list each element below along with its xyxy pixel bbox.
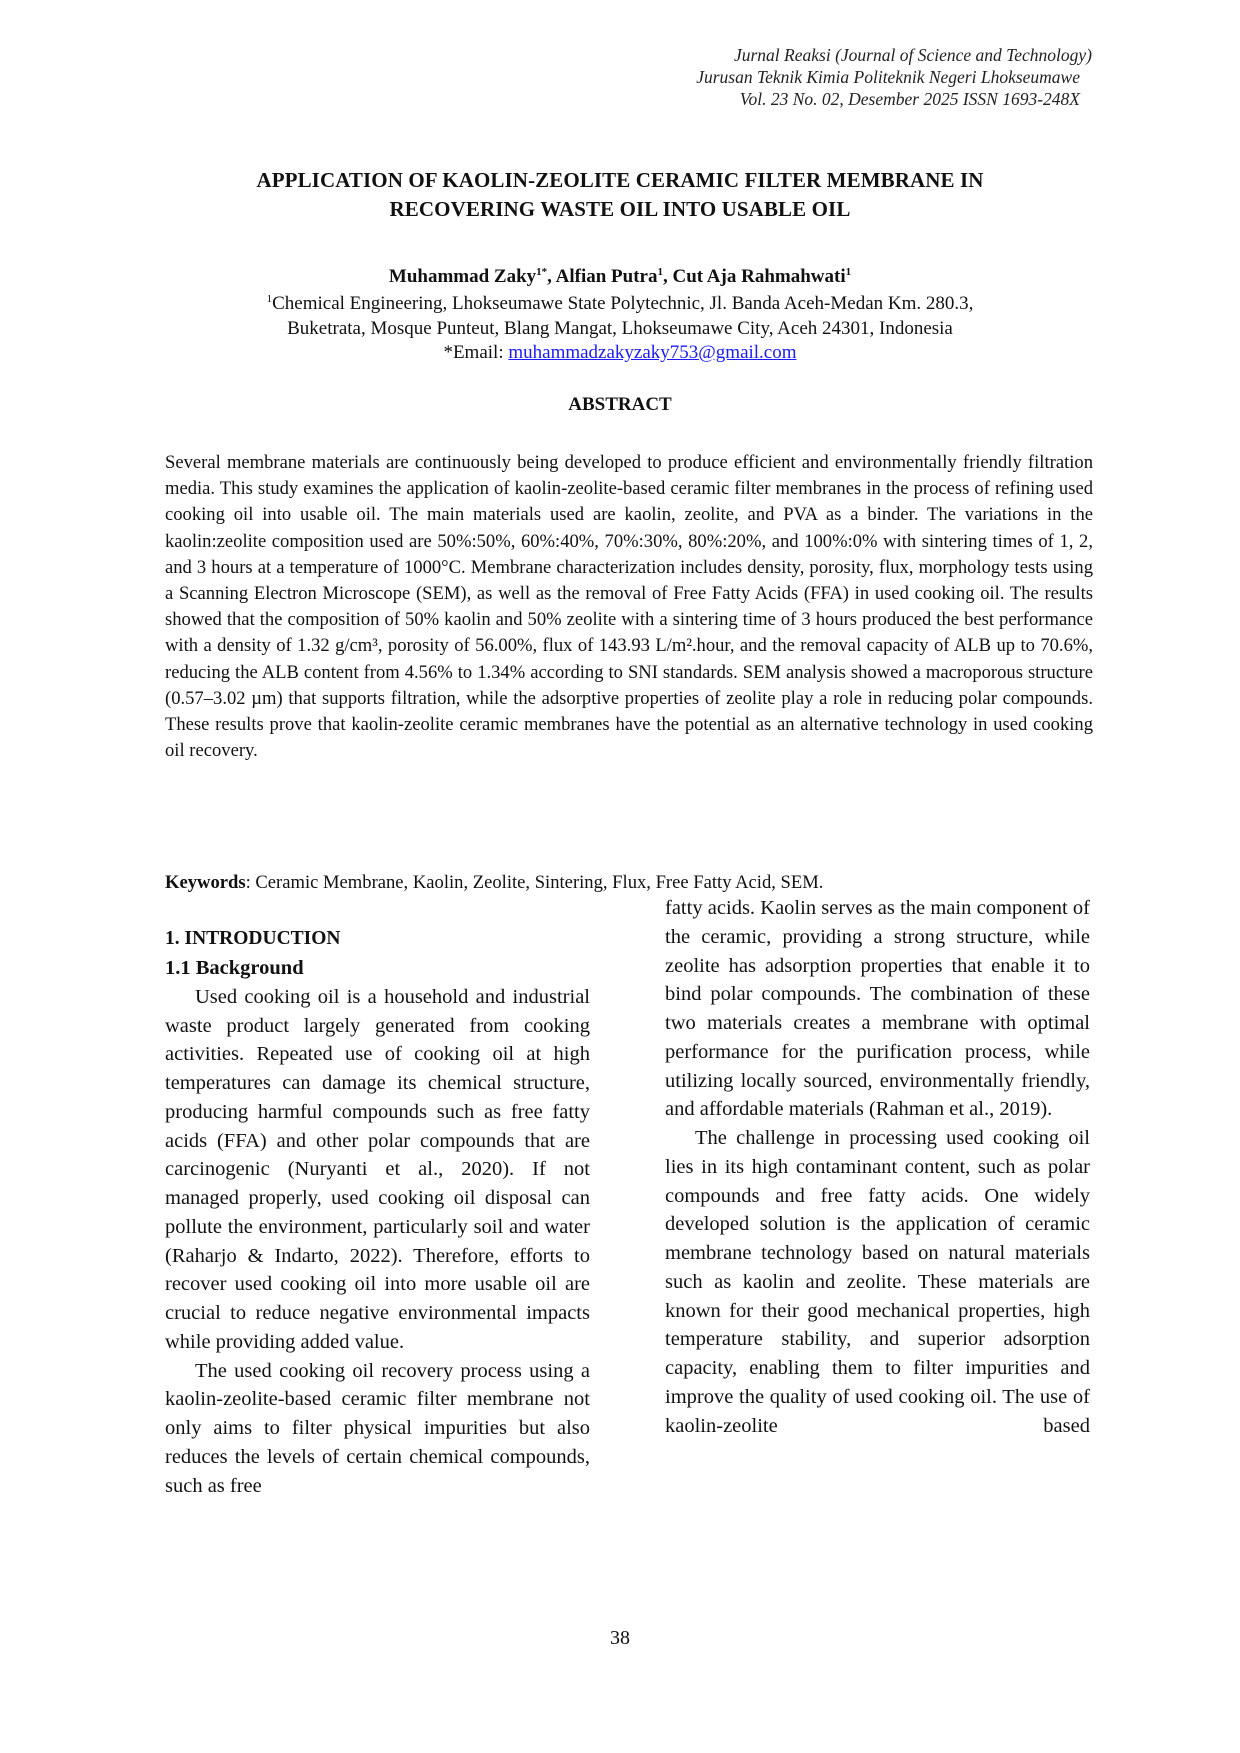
email-link[interactable]: muhammadzakyzaky753@gmail.com [508, 342, 797, 363]
paper-title: APPLICATION OF KAOLIN-ZEOLITE CERAMIC FI… [150, 166, 1090, 224]
left-column: 1. INTRODUCTION 1.1 Background Used cook… [165, 924, 590, 1500]
affiliation-block: 1Chemical Engineering, Lhokseumawe State… [150, 292, 1090, 366]
page-number: 38 [610, 1627, 630, 1649]
journal-name: Jurnal Reaksi (Journal of Science and Te… [733, 45, 1092, 65]
journal-volume-issn: Vol. 23 No. 02, Desember 2025 ISSN 1693-… [739, 89, 1080, 109]
author-separator: , [662, 266, 673, 287]
affiliation-text: Chemical Engineering, Lhokseumawe State … [272, 293, 974, 314]
author-name: Muhammad Zaky [388, 266, 537, 287]
body-paragraph: Used cooking oil is a household and indu… [165, 985, 590, 1353]
email-line: *Email: muhammadzakyzaky753@gmail.com [150, 341, 1090, 366]
journal-department: Jurusan Teknik Kimia Politeknik Negeri L… [696, 67, 1080, 87]
email-label: *Email: [443, 342, 509, 363]
author-separator: , [547, 266, 556, 287]
keywords-label: Keywords [165, 872, 246, 893]
affiliation-line-2: Buketrata, Mosque Punteut, Blang Mangat,… [287, 317, 953, 339]
section-heading-introduction: 1. INTRODUCTION [165, 928, 341, 949]
affiliation-mark: 1 [266, 293, 273, 305]
subsection-heading-background: 1.1 Background [165, 957, 304, 979]
author-affiliation-mark: 1 [657, 266, 663, 278]
body-paragraph: fatty acids. Kaolin serves as the main c… [665, 897, 1090, 1121]
author-name: Alfian Putra [555, 266, 658, 287]
author-name: Cut Aja Rahmahwati [672, 266, 846, 287]
right-column: fatty acids. Kaolin serves as the main c… [665, 894, 1090, 1440]
author-affiliation-mark: 1* [536, 266, 548, 278]
keywords-line: Keywords: Ceramic Membrane, Kaolin, Zeol… [165, 870, 1093, 896]
abstract-text: Several membrane materials are continuou… [165, 452, 1093, 762]
keywords-text: : Ceramic Membrane, Kaolin, Zeolite, Sin… [245, 872, 824, 893]
abstract-heading: ABSTRACT [568, 394, 672, 415]
paper-title-line-2: RECOVERING WASTE OIL INTO USABLE OIL [389, 197, 851, 221]
affiliation-line-1: 1Chemical Engineering, Lhokseumawe State… [150, 292, 1090, 317]
body-paragraph: The used cooking oil recovery process us… [165, 1359, 590, 1497]
body-paragraph: The challenge in processing used cooking… [665, 1127, 1090, 1437]
author-list: Muhammad Zaky1*, Alfian Putra1, Cut Aja … [150, 265, 1090, 289]
paper-title-line-1: APPLICATION OF KAOLIN-ZEOLITE CERAMIC FI… [256, 168, 984, 192]
journal-header: Jurnal Reaksi (Journal of Science and Te… [696, 44, 1092, 110]
author-affiliation-mark: 1 [845, 266, 852, 278]
